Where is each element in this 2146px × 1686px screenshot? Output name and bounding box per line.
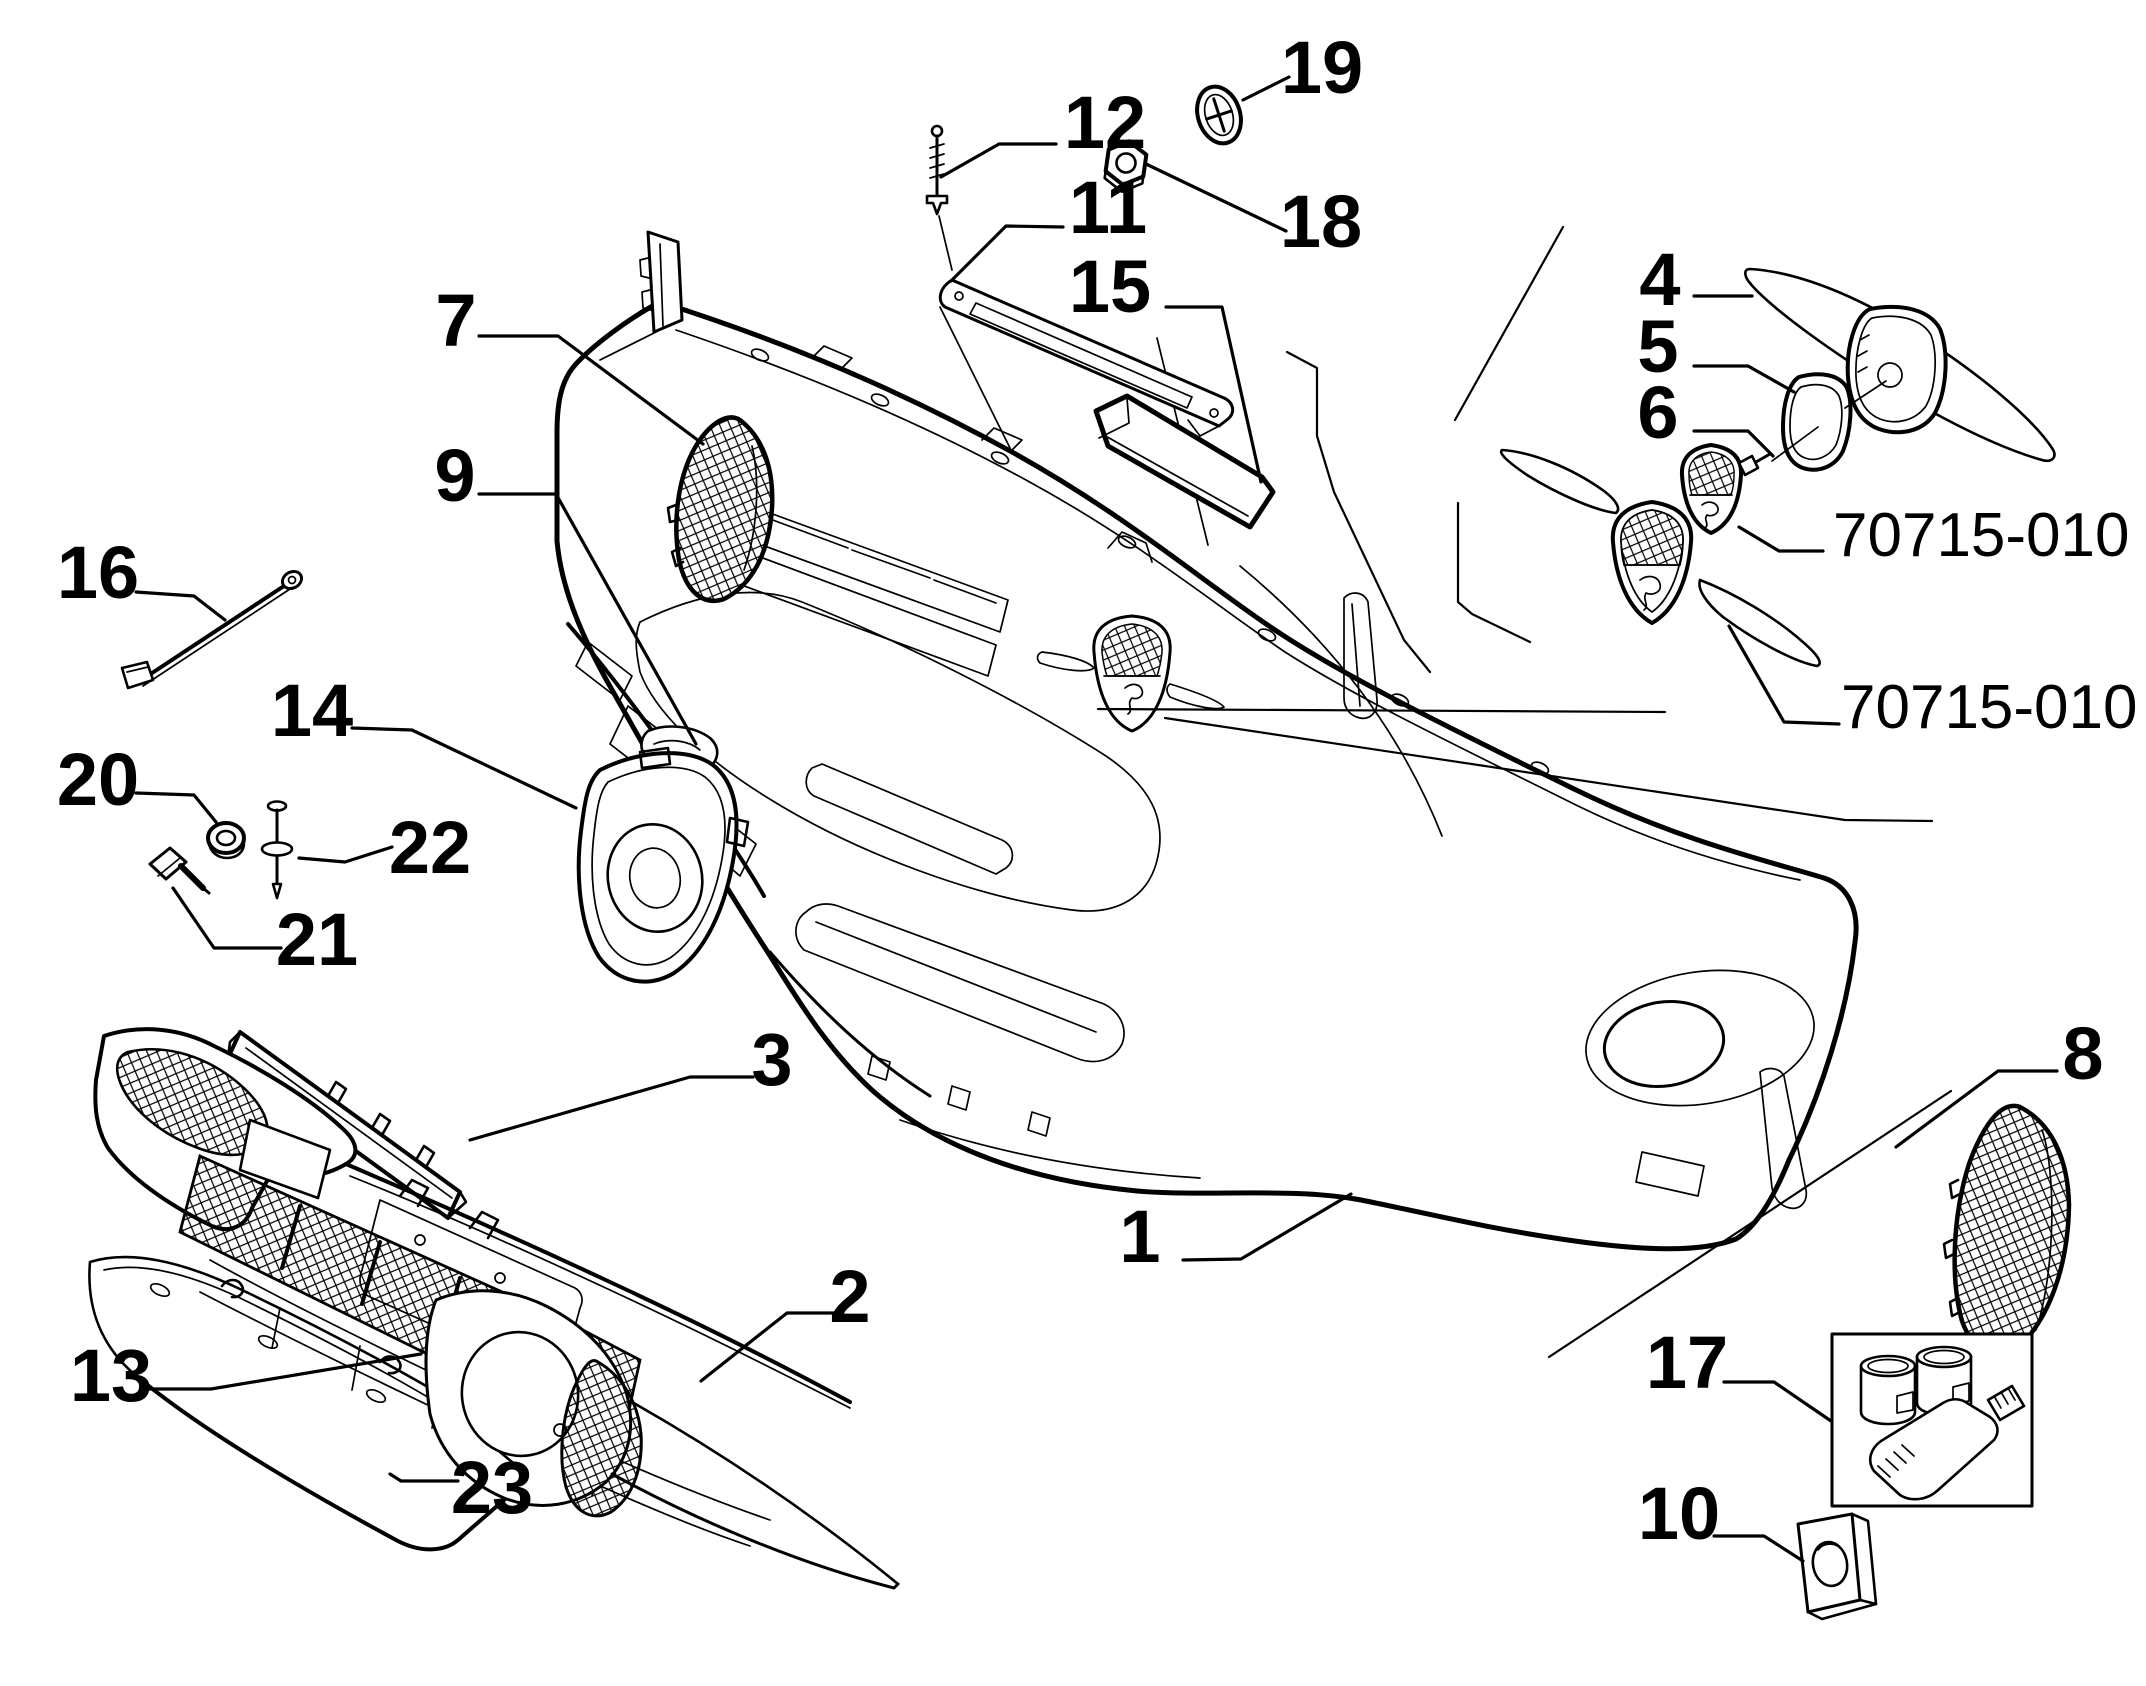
interior-bottom-curve bbox=[768, 950, 932, 1098]
part-12-screw bbox=[925, 124, 953, 271]
part-code-2: 70715-010 bbox=[1841, 673, 2138, 742]
part-21-bolt bbox=[148, 846, 211, 895]
kit-separator-line bbox=[1547, 1089, 1953, 1359]
callout-17: 17 bbox=[1646, 1321, 1728, 1404]
callout-8: 8 bbox=[2062, 1012, 2103, 1095]
emblem-reference-line-b bbox=[1163, 716, 1934, 823]
callout-16: 16 bbox=[57, 531, 139, 614]
leader-2 bbox=[699, 1311, 835, 1383]
right-side-details bbox=[1239, 565, 1815, 1210]
leader-code-2 bbox=[1727, 624, 1841, 726]
part-7-left-grille-insert bbox=[666, 415, 775, 603]
callout-labels: 1 2 3 4 5 6 7 8 9 10 11 12 13 14 15 16 1… bbox=[57, 26, 2138, 1555]
leader-6 bbox=[1692, 429, 1775, 458]
part-5-gasket bbox=[1781, 372, 1853, 472]
part-20-grommet bbox=[206, 821, 246, 860]
emblem-reference-line-a bbox=[1096, 707, 1667, 714]
wing-right bbox=[1698, 578, 1821, 668]
frame-top-edge bbox=[344, 1162, 852, 1404]
fog-ring-unit bbox=[424, 1289, 643, 1518]
part-18-hex-nut bbox=[1103, 139, 1149, 194]
leader-14 bbox=[350, 726, 578, 810]
leader-20 bbox=[134, 791, 218, 824]
callout-12: 12 bbox=[1064, 81, 1146, 164]
callout-3: 3 bbox=[751, 1018, 792, 1101]
part-16-tie-rod bbox=[120, 569, 304, 690]
flange-holes bbox=[750, 348, 1550, 775]
leader-16 bbox=[134, 590, 227, 622]
callout-14: 14 bbox=[271, 669, 353, 752]
bottom-contour bbox=[899, 1119, 1201, 1179]
part-17-touch-up-kit bbox=[1830, 1332, 2034, 1508]
part-19-oval-plug bbox=[1195, 84, 1243, 146]
callout-11: 11 bbox=[1069, 166, 1147, 249]
bumper-silhouette bbox=[554, 299, 1859, 1252]
callout-7: 7 bbox=[435, 279, 476, 362]
part-2-grille-assembly bbox=[93, 1027, 900, 1590]
callout-2: 2 bbox=[829, 1255, 870, 1338]
leader-23 bbox=[388, 1472, 460, 1483]
leader-18 bbox=[1144, 162, 1288, 233]
callout-15: 15 bbox=[1069, 245, 1151, 328]
callout-13: 13 bbox=[70, 1334, 152, 1417]
bumper-emblem bbox=[1036, 614, 1225, 733]
callout-19: 19 bbox=[1281, 26, 1363, 109]
part-8-right-grille-insert bbox=[1942, 1103, 2072, 1357]
callout-22: 22 bbox=[389, 806, 471, 889]
lower-slot-tabs bbox=[867, 1055, 1051, 1137]
part-22-push-rivet bbox=[260, 800, 294, 900]
leader-7 bbox=[477, 334, 705, 446]
callout-10: 10 bbox=[1638, 1472, 1720, 1555]
panel-lines bbox=[939, 225, 1565, 674]
leader-3 bbox=[468, 1075, 755, 1142]
leader-22 bbox=[297, 845, 394, 864]
leader-11 bbox=[949, 224, 1065, 283]
lower-slot bbox=[795, 903, 1125, 1063]
tail-swoosh bbox=[610, 1400, 900, 1590]
callout-6: 6 bbox=[1637, 371, 1678, 454]
top-flange-line bbox=[675, 329, 1801, 881]
part-10-square-clip bbox=[1796, 1512, 1878, 1621]
leader-9 bbox=[477, 492, 698, 746]
badge-screw bbox=[1737, 452, 1772, 477]
leader-15 bbox=[1164, 305, 1263, 484]
part-15-foam-block bbox=[1093, 393, 1276, 530]
paint-bottle bbox=[1868, 1384, 2026, 1501]
paint-pot-1 bbox=[1859, 1354, 1917, 1426]
badge-cluster-4-5-6 bbox=[1679, 267, 2056, 535]
leader-12 bbox=[939, 142, 1058, 179]
part-14-fog-bezel bbox=[576, 746, 750, 984]
lower-slot-inner bbox=[815, 921, 1097, 1033]
aperture-slot bbox=[805, 763, 1014, 875]
callout-9: 9 bbox=[434, 434, 475, 517]
part-11-mounting-rail bbox=[938, 278, 1235, 437]
callout-20: 20 bbox=[57, 738, 139, 821]
part-4-badge-housing bbox=[1845, 304, 1948, 435]
top-left-tab bbox=[599, 230, 684, 361]
callout-1: 1 bbox=[1119, 1195, 1160, 1278]
callout-23: 23 bbox=[451, 1446, 533, 1529]
badge-assembled bbox=[1499, 448, 1821, 668]
callout-4: 4 bbox=[1639, 238, 1680, 321]
top-edge-tabs bbox=[811, 345, 1153, 563]
leader-13 bbox=[146, 1352, 423, 1391]
leader-code-1 bbox=[1737, 525, 1825, 553]
leader-19 bbox=[1241, 75, 1291, 102]
callout-18: 18 bbox=[1280, 180, 1362, 263]
part-code-1: 70715-010 bbox=[1833, 501, 2130, 570]
leader-21 bbox=[171, 886, 283, 950]
leader-8 bbox=[1894, 1069, 2059, 1149]
callout-21: 21 bbox=[276, 898, 358, 981]
leader-5 bbox=[1692, 364, 1796, 394]
leader-lines bbox=[134, 75, 2059, 1563]
wing-left bbox=[1499, 448, 1620, 515]
leader-1 bbox=[1181, 1192, 1353, 1262]
leader-17 bbox=[1722, 1380, 1833, 1423]
leader-10 bbox=[1712, 1534, 1805, 1563]
callout-5: 5 bbox=[1637, 305, 1678, 388]
